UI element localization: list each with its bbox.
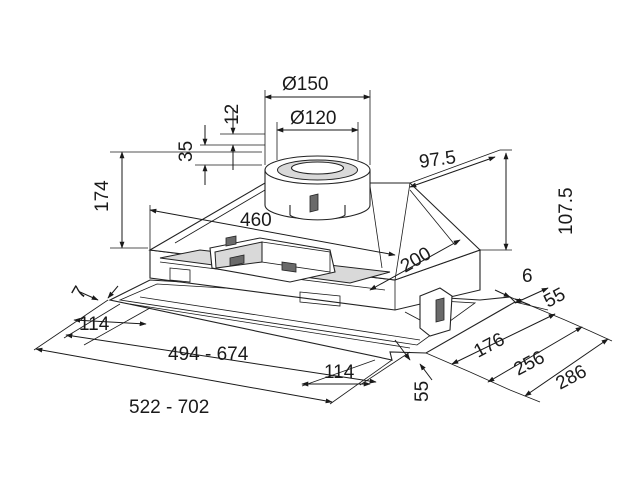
dim-107-5: 107.5 bbox=[556, 187, 577, 235]
dim-55-bottom: 55 bbox=[412, 381, 433, 402]
dim-286: 286 bbox=[552, 361, 590, 394]
dim-97-5: 97.5 bbox=[418, 147, 458, 173]
hood-body bbox=[108, 155, 516, 361]
dim-35: 35 bbox=[176, 141, 197, 162]
dim-55-top: 55 bbox=[540, 284, 569, 312]
dim-174: 174 bbox=[92, 180, 113, 212]
dim-256: 256 bbox=[510, 347, 548, 380]
dim-114-right: 114 bbox=[324, 362, 355, 383]
dim-diameter-150: Ø150 bbox=[282, 74, 328, 95]
dim-6: 6 bbox=[522, 266, 533, 287]
dim-176: 176 bbox=[470, 329, 508, 362]
dim-12: 12 bbox=[222, 104, 243, 125]
dim-460: 460 bbox=[240, 210, 272, 231]
dim-7: 7 bbox=[68, 283, 91, 303]
dim-494-674: 494 - 674 bbox=[168, 344, 249, 365]
dim-522-702: 522 - 702 bbox=[129, 397, 209, 418]
dim-diameter-120: Ø120 bbox=[290, 108, 336, 129]
dim-114-left: 114 bbox=[79, 314, 110, 335]
dimension-lines bbox=[33, 90, 613, 405]
